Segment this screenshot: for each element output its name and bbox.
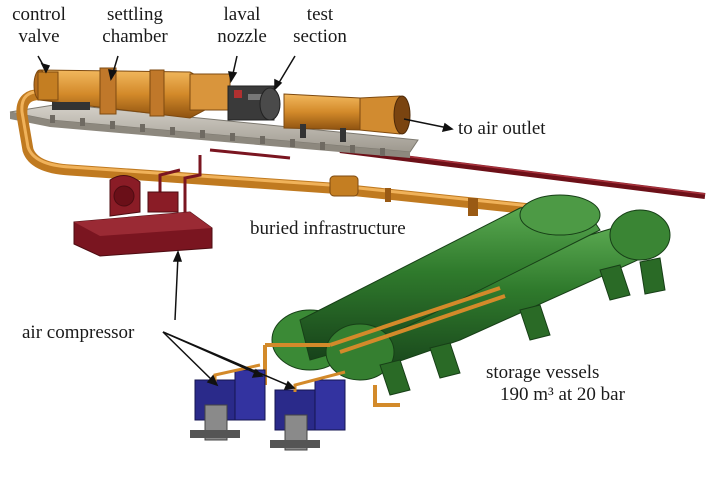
label-laval-nozzle-line2: nozzle (217, 26, 267, 47)
label-control-valve-line1: control (12, 4, 66, 25)
label-test-section-line2: section (293, 26, 347, 47)
label-settling-chamber-line2: chamber (102, 26, 168, 47)
air-compressor-units (190, 363, 346, 451)
arrowhead-compressor-left (206, 374, 219, 387)
laval-nozzle (227, 85, 281, 121)
arrow-compressor-upper (174, 255, 179, 321)
arrowhead-laval-nozzle (228, 71, 238, 83)
test-platform (9, 103, 419, 158)
arrow-compressor-left (162, 331, 215, 383)
arrow-test-section (276, 55, 296, 87)
arrowhead-settling-chamber (108, 69, 118, 81)
buried-infrastructure-block (73, 175, 213, 257)
label-storage-vessels-line2: 190 m³ at 20 bar (500, 384, 625, 405)
label-storage-vessels: storage vessels 190 m³ at 20 bar (486, 362, 625, 406)
control-valve (37, 71, 90, 110)
copper-return-pipe (16, 89, 546, 216)
label-buried-infrastructure: buried infrastructure (250, 218, 406, 239)
label-settling-chamber-line1: settling (107, 4, 163, 25)
label-laval-nozzle-line1: laval (223, 4, 261, 25)
arrow-compressor-right (162, 331, 291, 387)
arrowhead-air-outlet (441, 122, 454, 133)
label-settling-chamber: settling chamber (92, 4, 178, 48)
label-storage-vessels-line1: storage vessels (486, 362, 600, 383)
label-air-outlet: to air outlet (458, 118, 546, 139)
compressor-unit-right (270, 379, 346, 451)
arrow-air-outlet (403, 118, 449, 129)
arrowhead-compressor-upper (172, 249, 183, 262)
compressor-unit-left (190, 369, 266, 441)
test-section (283, 93, 411, 142)
label-air-compressor: air compressor (22, 322, 135, 343)
label-control-valve-line2: valve (18, 26, 60, 47)
label-test-section: test section (280, 4, 360, 48)
label-control-valve: control valve (5, 4, 73, 48)
arrowhead-control-valve (40, 62, 51, 74)
label-test-section-line1: test (306, 4, 334, 25)
label-laval-nozzle: laval nozzle (210, 4, 274, 48)
arrowhead-compressor-right (283, 380, 296, 390)
arrowhead-test-section (274, 78, 283, 91)
annotation-arrows (37, 55, 454, 390)
